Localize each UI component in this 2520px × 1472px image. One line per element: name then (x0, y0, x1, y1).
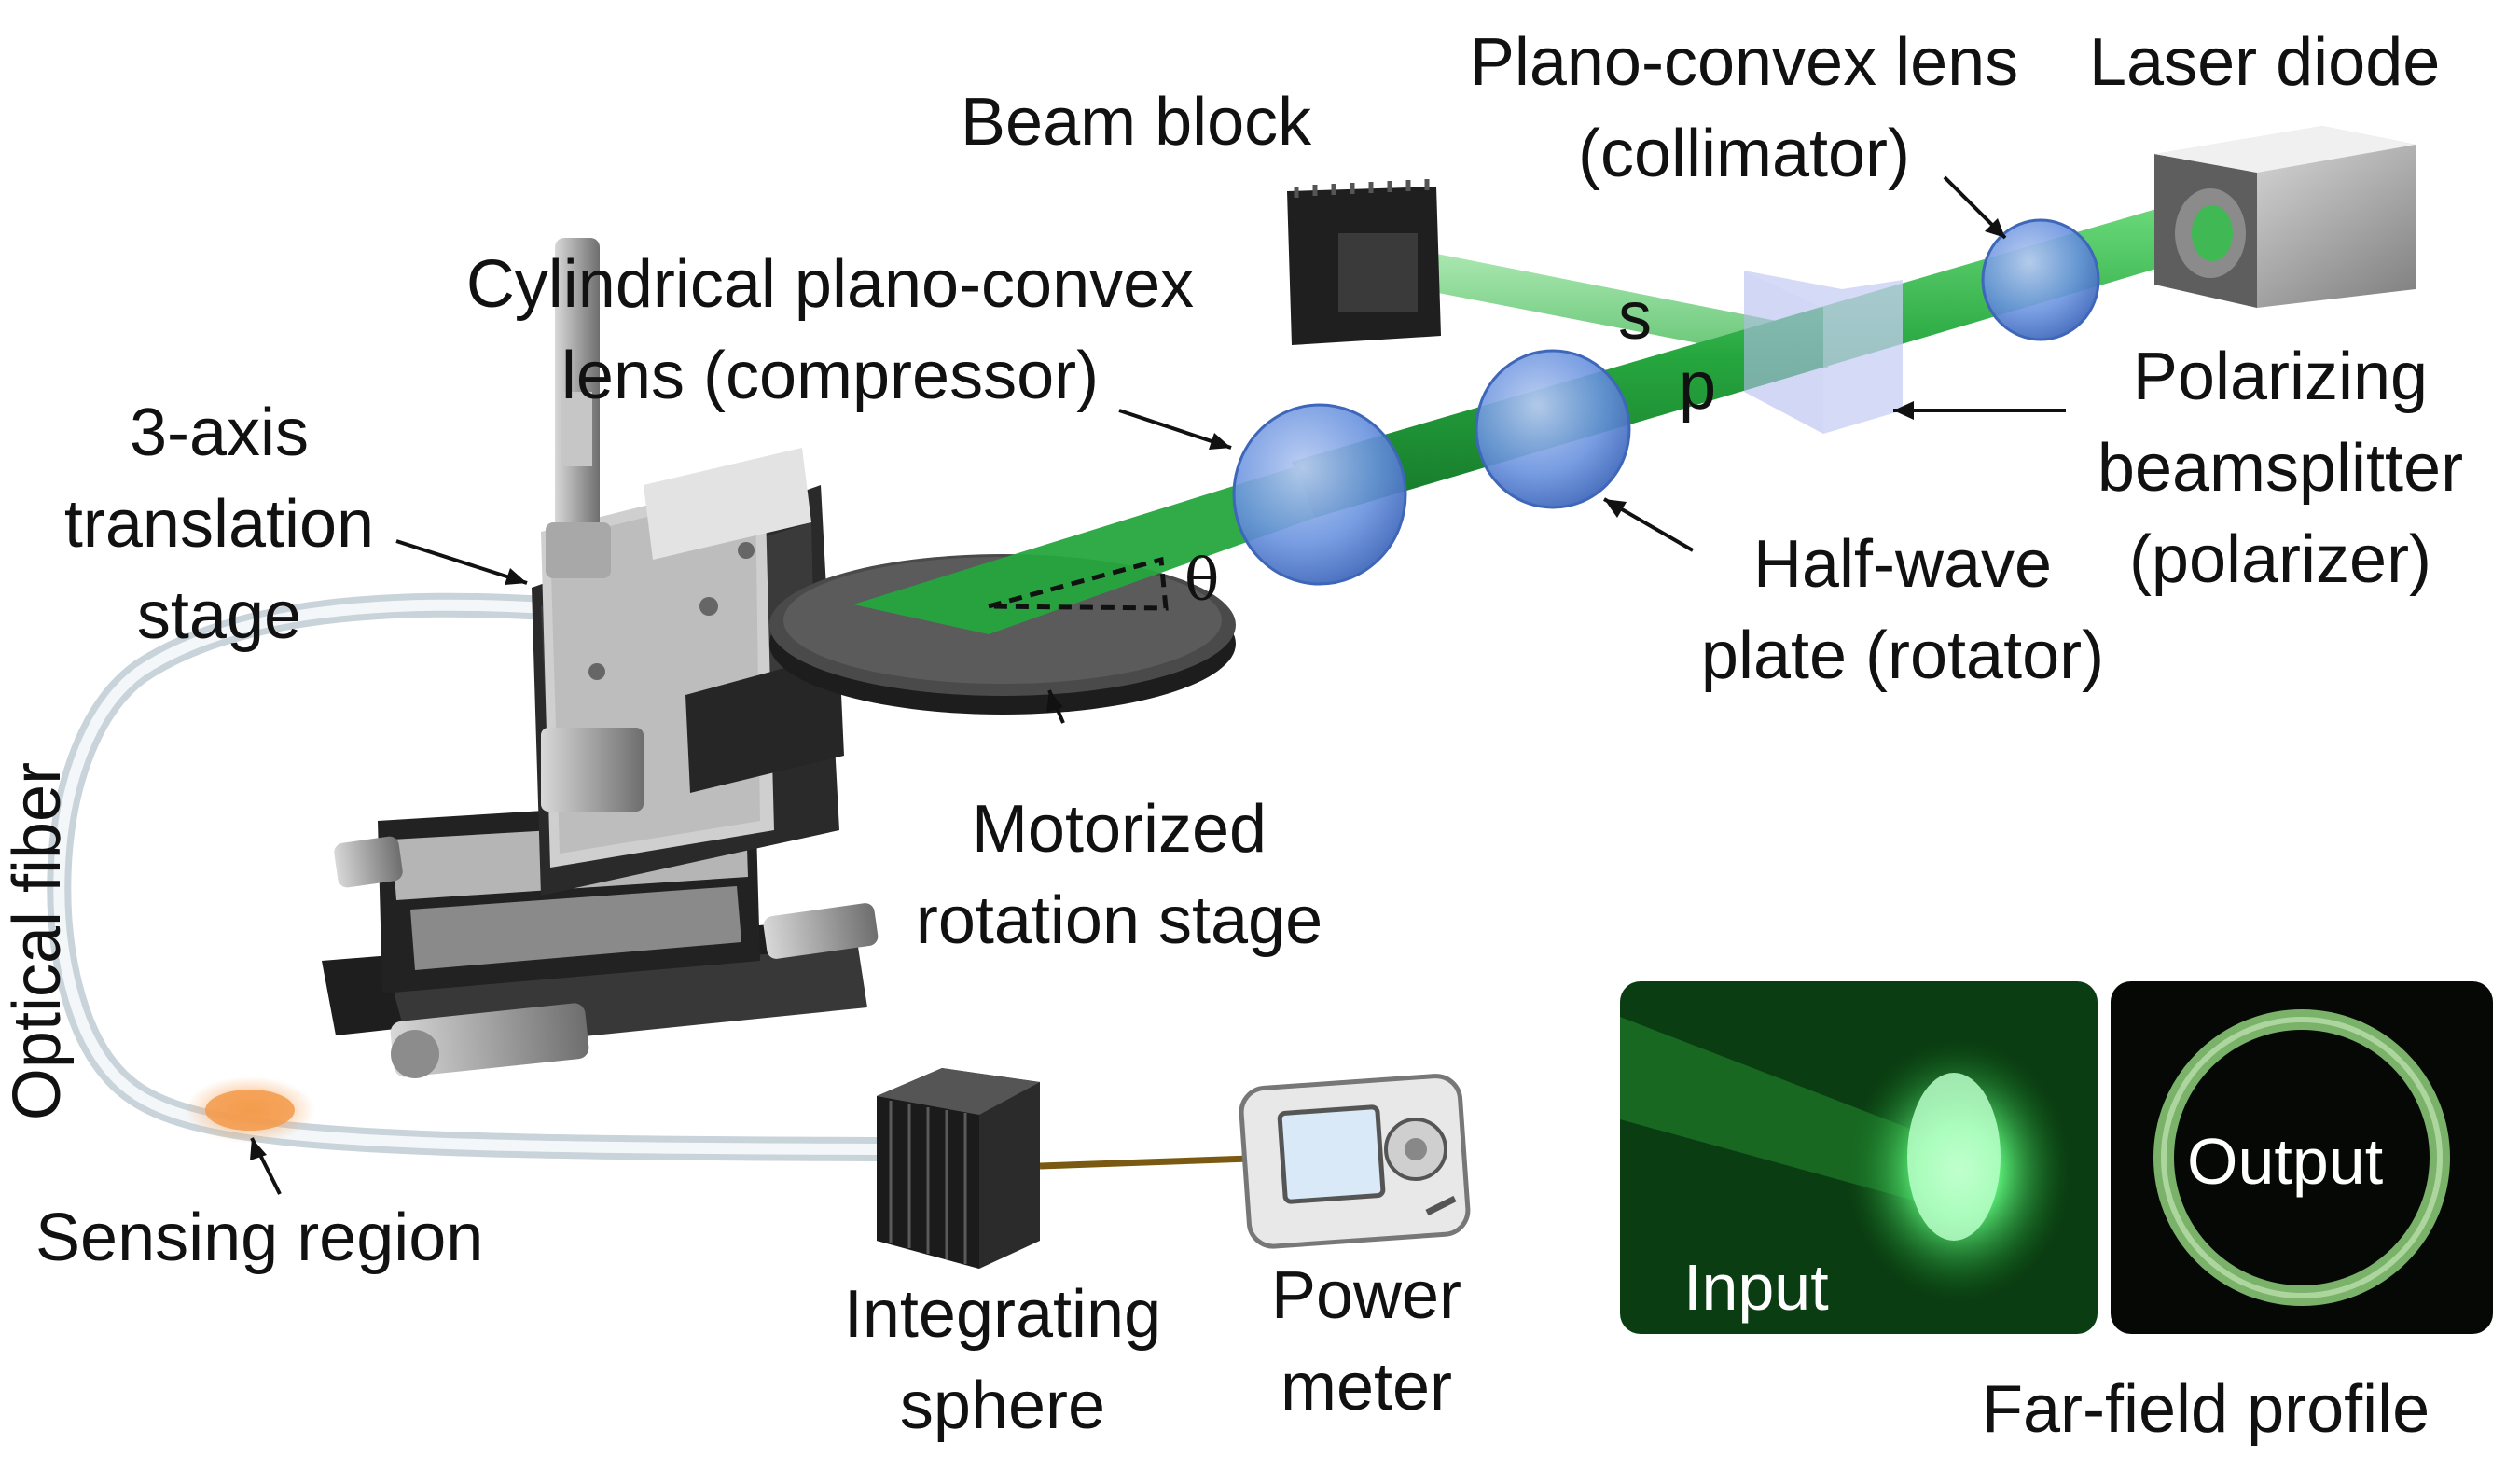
polarizing-line1: Polarizing (2132, 340, 2429, 414)
power-meter-device (1239, 1074, 1471, 1249)
rotation-stage-label: Motorized rotation stage (858, 784, 1380, 966)
s-beam-label: s (1618, 279, 1652, 354)
power-meter-label: Power meter (1212, 1250, 1520, 1433)
translation-stage-label: 3-axis translation stage (19, 387, 420, 661)
far-field-profile-label: Far-field profile (1982, 1372, 2430, 1447)
polarizing-beamsplitter-label: Polarizing beamsplitter (polarizer) (2061, 331, 2499, 605)
p-beam-label: p (1679, 349, 1717, 424)
plano-convex-line1: Plano-convex lens (1469, 25, 2019, 100)
output-inset (2111, 981, 2493, 1334)
power-line2: meter (1280, 1350, 1453, 1424)
input-inset-label: Input (1683, 1251, 1829, 1324)
cylindrical-lens (1232, 403, 1407, 586)
integrating-sphere-label: Integrating sphere (802, 1269, 1203, 1451)
laser-diode-box (2154, 126, 2416, 308)
translation-stage (322, 238, 879, 1078)
sensing-region-core (205, 1090, 295, 1131)
translation-line3: stage (136, 578, 302, 653)
integrating-line1: Integrating (843, 1277, 1162, 1352)
power-meter-cable (1039, 1155, 1251, 1170)
rotation-stage (769, 554, 1236, 715)
translation-line2: translation (63, 487, 375, 562)
beamsplitter-face (1744, 271, 1823, 434)
cylindrical-line1: Cylindrical plano-convex (465, 247, 1195, 322)
beam-block (1287, 179, 1441, 345)
s-polarized-beam (1371, 241, 1828, 368)
beam-block-label: Beam block (961, 85, 1312, 160)
integrating-line2: sphere (899, 1368, 1106, 1443)
halfwave-line1: Half-wave (1752, 527, 2053, 602)
power-line1: Power (1270, 1258, 1462, 1333)
output-inset-label: Output (2187, 1125, 2384, 1198)
arrow-heads (250, 218, 2005, 1160)
optical-fiber (47, 592, 889, 1161)
input-inset (1620, 981, 2098, 1334)
optical-fiber-label: Optical fiber (0, 761, 75, 1121)
theta-angle-marker (988, 556, 1169, 611)
polarizing-line2: beamsplitter (2097, 431, 2464, 506)
halfwave-line2: plate (rotator) (1700, 618, 2105, 693)
translation-line1: 3-axis (129, 396, 310, 470)
polarizing-line3: (polarizer) (2128, 522, 2432, 597)
cylindrical-line2: lens (compressor) (561, 339, 1100, 413)
compressed-beam-fan (853, 466, 1315, 634)
integrating-sphere (877, 1068, 1040, 1269)
motorized-line1: Motorized (971, 792, 1267, 867)
half-wave-plate-label: Half-wave plate (rotator) (1641, 519, 2164, 701)
sensing-region-label: Sensing region (35, 1201, 484, 1275)
collimator-lens (1981, 218, 2100, 341)
plano-convex-lens-label: Plano-convex lens (collimator) (1427, 17, 2061, 200)
laser-diode-label: Laser diode (2089, 25, 2441, 100)
theta-label: θ (1184, 546, 1220, 614)
plano-convex-line2: (collimator) (1577, 117, 1911, 191)
motorized-line2: rotation stage (915, 883, 1323, 958)
cylindrical-lens-label: Cylindrical plano-convex lens (compresso… (410, 239, 1250, 422)
half-wave-plate (1475, 349, 1631, 509)
